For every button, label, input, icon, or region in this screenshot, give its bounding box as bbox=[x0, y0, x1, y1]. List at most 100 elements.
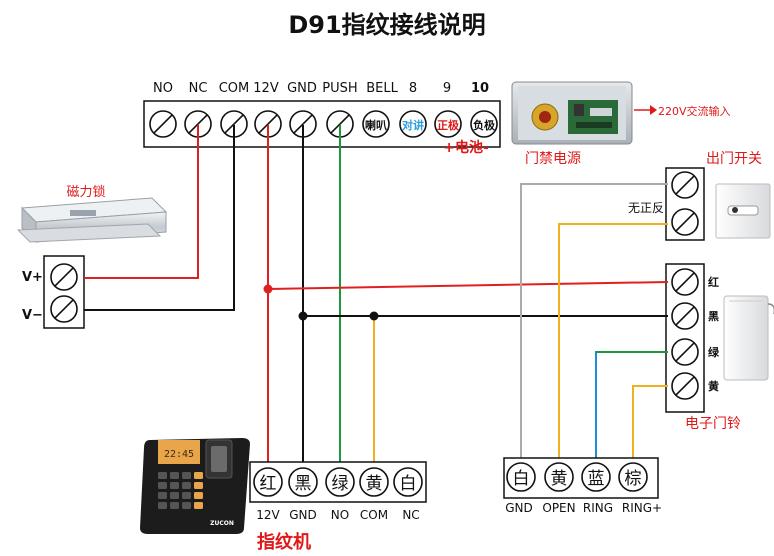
lock-terminal-vminus: V− bbox=[22, 308, 43, 323]
bell-block-pin-label: RING+ bbox=[622, 501, 662, 515]
terminal-label-com: COM bbox=[219, 81, 250, 96]
keypad-key bbox=[182, 502, 191, 509]
page-title: D91指纹接线说明 bbox=[288, 11, 485, 39]
sub-label-speaker: 喇叭 bbox=[365, 118, 387, 132]
keypad-key bbox=[182, 482, 191, 489]
keypad-key bbox=[194, 492, 203, 499]
lock-terminal-block: V+ V− bbox=[22, 255, 85, 329]
fingerprint-wire-label: 黄 bbox=[366, 474, 383, 494]
bell-block-wire-circle bbox=[544, 462, 574, 492]
fingerprint-wire-label: 白 bbox=[400, 474, 417, 494]
wire-junctions bbox=[263, 284, 379, 321]
terminal-label-bell: BELL bbox=[366, 81, 398, 96]
power-supply-image bbox=[511, 81, 633, 145]
bell-block-wire-circle bbox=[618, 462, 648, 492]
terminal-screw-bell bbox=[362, 110, 390, 138]
sub-label-intercom: 对讲 bbox=[402, 118, 424, 132]
sub-label-positive: 正极 bbox=[437, 118, 460, 132]
doorbell-screw-1 bbox=[671, 302, 699, 330]
bell-block-wire-circle bbox=[506, 462, 536, 492]
terminal-label-8: 8 bbox=[409, 81, 417, 96]
fingerprint-pin-label: 12V bbox=[256, 508, 280, 522]
doorbell-wire-label: 绿 bbox=[708, 345, 720, 359]
keypad-key bbox=[194, 482, 203, 489]
fingerprint-device-image: 22:45 ZUCON bbox=[140, 438, 250, 534]
keypad-key bbox=[170, 482, 179, 489]
fingerprint-terminal-block: 红黑绿黄白 12V GND NO COM NC bbox=[249, 461, 427, 522]
fingerprint-wire-circle bbox=[325, 467, 355, 497]
fingerprint-wire-circle bbox=[288, 467, 318, 497]
bell-block-wire-circle bbox=[581, 462, 611, 492]
bell-block-pin-label: RING bbox=[583, 501, 613, 515]
fingerprint-wire-label: 绿 bbox=[332, 474, 349, 494]
sub-label-negative: 负极 bbox=[473, 118, 496, 132]
doorbell-screw-3 bbox=[671, 372, 699, 400]
keypad-key bbox=[194, 502, 203, 509]
power-input-label: 220V交流输入 bbox=[658, 104, 731, 118]
terminal-label-10: 10 bbox=[471, 81, 489, 96]
bell-block-wire-label: 蓝 bbox=[588, 469, 605, 489]
lock-terminal-vplus: V+ bbox=[22, 270, 43, 285]
fingerprint-wire-circle bbox=[253, 467, 283, 497]
fingerprint-wire-label: 黑 bbox=[295, 474, 312, 494]
keypad-key bbox=[194, 472, 203, 479]
fingerprint-label: 指纹机 bbox=[257, 531, 311, 553]
fingerprint-wire-label: 红 bbox=[260, 474, 277, 494]
terminal-screw-8 bbox=[399, 110, 427, 138]
terminal-label-gnd: GND bbox=[287, 81, 317, 96]
bell-block-wire-label: 棕 bbox=[625, 469, 642, 489]
exit-switch-terminal-block: 无正反 bbox=[628, 167, 705, 241]
doorbell-screw-2 bbox=[671, 338, 699, 366]
lock-screw-vminus bbox=[50, 295, 78, 323]
fingerprint-pin-label: GND bbox=[289, 508, 317, 522]
keypad-key bbox=[158, 492, 167, 499]
bell-block-pin-label: GND bbox=[505, 501, 533, 515]
exit-switch-image bbox=[715, 183, 771, 239]
terminal-label-9: 9 bbox=[443, 81, 451, 96]
fingerprint-pin-label: COM bbox=[360, 508, 388, 522]
doorbell-label: 电子门铃 bbox=[685, 416, 741, 432]
keypad-key bbox=[170, 492, 179, 499]
doorbell-wire-label: 黄 bbox=[708, 379, 719, 393]
exit-screw-2 bbox=[671, 208, 699, 236]
terminal-screw-10 bbox=[470, 110, 498, 138]
fingerprint-wire-circle bbox=[393, 467, 423, 497]
keypad-key bbox=[158, 472, 167, 479]
exit-switch-polarity: 无正反 bbox=[628, 201, 664, 215]
keypad-key bbox=[158, 482, 167, 489]
exit-screw-1 bbox=[671, 171, 699, 199]
fingerprint-wire-circle bbox=[359, 467, 389, 497]
terminal-label-nc: NC bbox=[189, 81, 208, 96]
doorbell-screw-0 bbox=[671, 268, 699, 296]
exit-switch-label: 出门开关 bbox=[706, 151, 762, 167]
fingerprint-pin-label: NO bbox=[331, 508, 349, 522]
doorbell-wire-label: 红 bbox=[708, 275, 719, 289]
terminal-screw-no bbox=[149, 110, 177, 138]
bell-block-wire-label: 黄 bbox=[551, 469, 568, 489]
fingerprint-screen-time: 22:45 bbox=[164, 449, 194, 460]
keypad-key bbox=[170, 472, 179, 479]
bell-block-wire-label: 白 bbox=[513, 469, 530, 489]
bell-block-pin-label: OPEN bbox=[542, 501, 575, 515]
terminal-label-12v: 12V bbox=[253, 81, 279, 96]
fingerprint-brand: ZUCON bbox=[210, 520, 234, 527]
magnetic-lock-image bbox=[16, 197, 168, 244]
terminal-screw-12v bbox=[254, 110, 282, 138]
power-supply-label: 门禁电源 bbox=[525, 151, 581, 167]
doorbell-image bbox=[723, 295, 774, 381]
magnetic-lock-label: 磁力锁 bbox=[66, 184, 105, 200]
terminal-screw-9 bbox=[434, 110, 462, 138]
keypad-key bbox=[158, 502, 167, 509]
keypad-key bbox=[182, 472, 191, 479]
bell-wire-block: 白 黄蓝棕 GND OPEN RING RING+ bbox=[503, 457, 662, 515]
fingerprint-pin-label: NC bbox=[402, 508, 419, 522]
terminal-label-no: NO bbox=[153, 81, 173, 96]
battery-label: +电池- bbox=[443, 139, 489, 156]
lock-screw-vplus bbox=[50, 263, 78, 291]
keypad-key bbox=[182, 492, 191, 499]
keypad-key bbox=[170, 502, 179, 509]
terminal-label-push: PUSH bbox=[322, 81, 357, 96]
